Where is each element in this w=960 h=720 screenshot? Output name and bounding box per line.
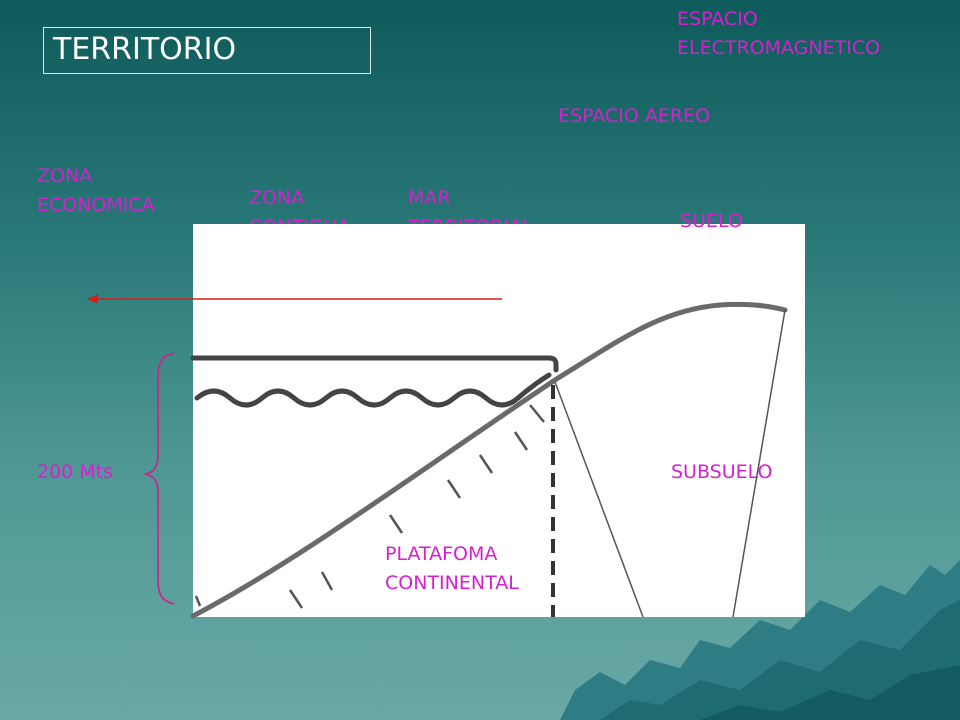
- arrow-head: [87, 294, 98, 304]
- label-subsuelo: SUBSUELO: [671, 461, 773, 483]
- subsoil-left-edge: [554, 381, 644, 618]
- label-line: PLATAFOMA: [385, 543, 498, 565]
- seabed-hatching: [194, 404, 545, 609]
- seabed-curve: [190, 301, 788, 619]
- label-line: ESPACIO: [677, 8, 758, 30]
- slide-title: TERRITORIO: [43, 27, 371, 74]
- label-200-mts: 200 Mts: [37, 461, 114, 483]
- label-line: ZONA: [37, 165, 93, 187]
- depth-brace: [142, 352, 175, 605]
- sea-wave-line: [194, 372, 552, 408]
- label-zona-economica: ZONA ECONOMICA: [37, 162, 155, 220]
- label-line: ELECTROMAGNETICO: [677, 37, 881, 59]
- subsoil-right-edge: [732, 309, 786, 618]
- label-espacio-electromagnetico: ESPACIO ELECTROMAGNETICO: [677, 5, 880, 63]
- label-line: ZONA: [249, 187, 305, 209]
- sea-surface-line: [190, 355, 559, 373]
- label-plataforma-continental: PLATAFOMA CONTINENTAL: [385, 540, 519, 598]
- label-suelo: SUELO: [680, 210, 743, 232]
- label-line: CONTINENTAL: [385, 572, 519, 594]
- label-line: ECONOMICA: [37, 194, 155, 216]
- label-line: MAR: [408, 187, 451, 209]
- label-espacio-aereo: ESPACIO AEREO: [558, 105, 710, 127]
